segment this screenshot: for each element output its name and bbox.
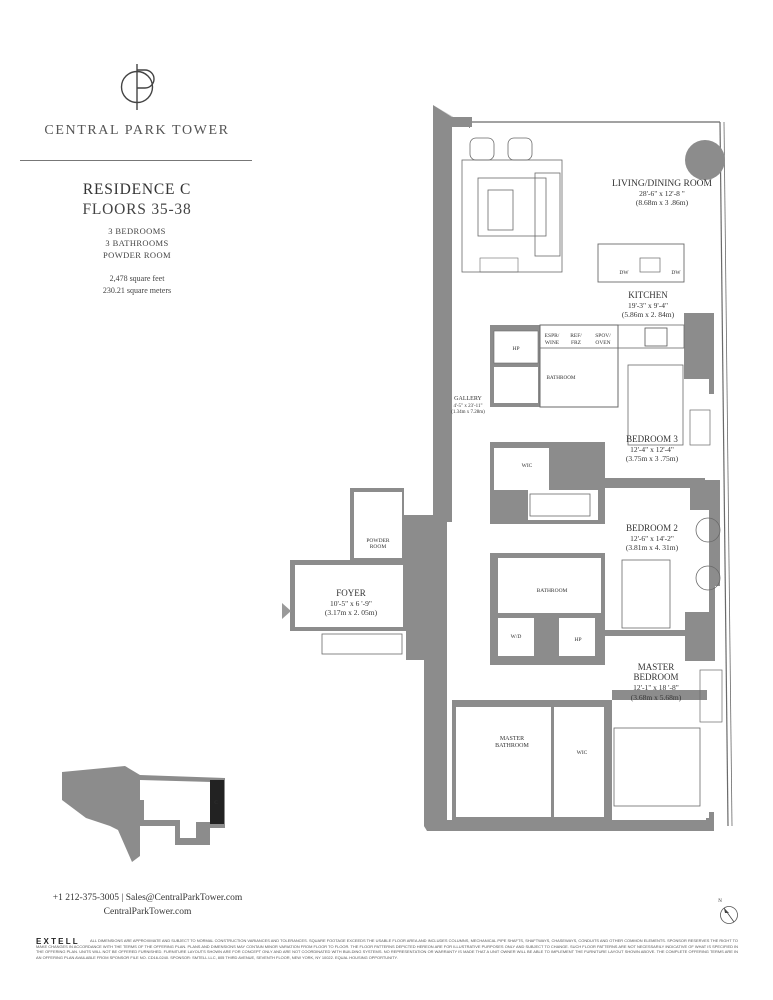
bedroom3-dim: 12'-4" x 12'-4" (630, 445, 674, 454)
developer-logo: EXTELL (36, 937, 80, 946)
powder-room-note: POWDER ROOM (103, 250, 171, 260)
residence-floors: FLOORS 35-38 (82, 201, 192, 218)
gallery-metric: (1.34m x 7.28m) (451, 410, 485, 415)
residence-name: RESIDENCE C (82, 181, 192, 198)
logo-icon (120, 64, 155, 110)
kitchen-label: KITCHEN (628, 290, 668, 300)
master-bedroom-label-1: MASTER (638, 662, 675, 672)
spov-oven-label-1: SPOV/ (595, 333, 611, 339)
foyer-dim: 10'-5" x 6 '-9" (330, 599, 372, 608)
ref-frz-label-1: REF/ (570, 333, 582, 339)
contact-line: +1 212-375-3005 | Sales@CentralParkTower… (40, 893, 255, 903)
brand-title: CENTRAL PARK TOWER (44, 123, 230, 138)
living-room-dim: 28'-6" x 12'-8 " (639, 189, 685, 198)
bathroom-label-mid: BATHROOM (537, 588, 568, 594)
kitchen-dim: 19'-3" x 9'-4" (628, 301, 668, 310)
gallery-dim: 4'-5" x 23'-11" (453, 404, 482, 409)
email-link[interactable]: Sales@CentralParkTower.com (125, 893, 243, 903)
dishwasher-label-right: DW (671, 270, 681, 276)
phone-link[interactable]: +1 212-375-3005 (52, 893, 120, 903)
key-plan-unit-label: C (214, 801, 218, 806)
bedroom2-metric: (3.81m x 4. 31m) (626, 543, 679, 552)
living-room-label: LIVING/DINING ROOM (612, 179, 713, 189)
hp-label-top: HP (512, 346, 519, 352)
wic-label-2: WIC (577, 750, 588, 756)
spov-oven-label-2: OVEN (595, 340, 610, 346)
ref-frz-label-2: FRZ (571, 340, 582, 346)
espr-wine-label-2: WINE (545, 340, 560, 346)
wic-label-1: WIC (522, 463, 533, 469)
kitchen-metric: (5.86m x 2. 84m) (622, 310, 675, 319)
foyer-metric: (3.17m x 2. 05m) (325, 608, 378, 617)
powder-room-label-1: POWDER (366, 538, 390, 544)
hp-label-bottom: HP (574, 637, 581, 643)
bedroom3-metric: (3.75m x 3 .75m) (626, 454, 679, 463)
living-room-metric: (8.68m x 3 .86m) (636, 198, 689, 207)
master-bathroom-label-1: MASTER (500, 736, 524, 742)
master-bedroom-metric: (3.68m x 5.68m) (631, 693, 682, 702)
header-divider (20, 160, 252, 161)
bedroom-count: 3 BEDROOMS (108, 226, 166, 236)
foyer-label: FOYER (336, 588, 366, 598)
bedroom2-label: BEDROOM 2 (626, 523, 678, 533)
bedroom2-dim: 12'-6" x 14'-2" (630, 534, 674, 543)
gallery-label: GALLERY (454, 396, 482, 402)
legal-disclaimer: ALL DIMENSIONS ARE APPROXIMATE AND SUBJE… (36, 938, 738, 960)
north-label: N (718, 899, 722, 904)
espr-wine-label-1: ESPR/ (545, 333, 560, 339)
contact-separator: | (121, 893, 124, 903)
bedroom3-label: BEDROOM 3 (626, 434, 678, 444)
master-bathroom-label-2: BATHROOM (495, 743, 529, 749)
bathroom-count: 3 BATHROOMS (105, 238, 169, 248)
bathroom-label-top: BATHROOM (546, 375, 575, 381)
wd-label: W/D (511, 634, 522, 640)
website-link[interactable]: CentralParkTower.com (103, 907, 192, 917)
master-bedroom-label-2: BEDROOM (633, 672, 678, 682)
master-bedroom-dim: 12'-1" x 18 '-8" (633, 683, 679, 692)
powder-room-label-2: ROOM (370, 544, 387, 550)
key-plan: C (62, 766, 225, 862)
dishwasher-label-left: DW (619, 270, 629, 276)
square-meters: 230.21 square meters (102, 286, 172, 295)
square-feet: 2,478 square feet (109, 274, 165, 283)
north-arrow-icon: N (718, 899, 738, 924)
